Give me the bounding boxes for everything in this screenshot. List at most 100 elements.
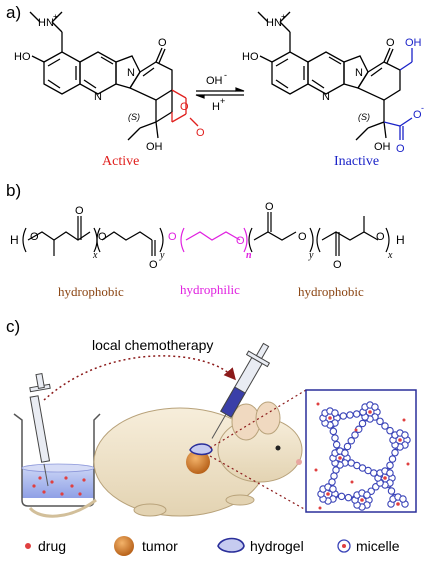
free-drug bbox=[318, 506, 322, 510]
micelle-bead bbox=[387, 487, 396, 495]
micelle-bead bbox=[363, 491, 371, 499]
active-amine-charge: + bbox=[53, 12, 58, 21]
syringe-injection bbox=[211, 342, 271, 439]
micelle-network bbox=[305, 389, 417, 513]
micelle-bead bbox=[371, 403, 379, 411]
chain-o-3: O bbox=[98, 231, 107, 243]
chain-o-7: O bbox=[333, 259, 342, 271]
active-n-atom-2: N bbox=[127, 67, 135, 79]
chain-o-6: O bbox=[298, 231, 307, 243]
chain-o-5: O bbox=[265, 201, 274, 213]
inactive-n-atom: N bbox=[322, 91, 330, 103]
active-stereo: (S) bbox=[128, 112, 140, 122]
free-drug bbox=[350, 480, 354, 484]
label-hydrophobic-left: hydrophobic bbox=[58, 284, 124, 299]
micelle-drug bbox=[338, 456, 342, 460]
zoom-line-top bbox=[209, 389, 307, 449]
hydrogel-depot bbox=[189, 443, 213, 456]
chain-sub-y: y bbox=[159, 250, 165, 261]
chain-o-peg-end: O bbox=[236, 235, 245, 247]
micelle-bead bbox=[391, 448, 399, 457]
micelle-bead bbox=[346, 411, 354, 419]
inactive-oh: OH bbox=[374, 141, 391, 153]
legend-drug-icon bbox=[25, 543, 31, 549]
micelle-bead bbox=[343, 442, 352, 451]
legend-hydrogel-icon bbox=[217, 537, 245, 553]
micelle-bead bbox=[358, 419, 367, 428]
arrow-bottom-label: H bbox=[212, 101, 220, 113]
panel-label-a: a) bbox=[6, 3, 21, 22]
delivery-arrow bbox=[43, 355, 236, 401]
free-drug bbox=[314, 468, 318, 472]
micelle-bead bbox=[376, 417, 384, 426]
micelle-bead bbox=[329, 427, 338, 436]
micelle-bead bbox=[386, 426, 394, 435]
active-label: Active bbox=[102, 154, 139, 169]
micelle-drug bbox=[368, 410, 372, 414]
micelle-drug bbox=[360, 498, 364, 502]
micelle-bead bbox=[352, 410, 361, 418]
legend-micelle-label: micelle bbox=[356, 538, 400, 554]
micelle-drug bbox=[328, 416, 332, 420]
arrow-top-charge: - bbox=[224, 70, 227, 80]
inactive-carboxylate bbox=[383, 117, 413, 140]
active-lactone-o: O bbox=[180, 101, 189, 113]
inactive-molecule bbox=[257, 11, 401, 141]
inactive-carboxylate-charge: - bbox=[421, 103, 424, 113]
beaker bbox=[13, 413, 101, 507]
micelle-bead bbox=[331, 434, 339, 442]
chain-h-left: H bbox=[10, 233, 19, 247]
legend-tumor-label: tumor bbox=[142, 538, 178, 554]
free-drug bbox=[402, 418, 406, 422]
inactive-label: Inactive bbox=[334, 154, 379, 169]
inactive-carboxylate-o2: O bbox=[396, 143, 405, 155]
inactive-amine: HN bbox=[266, 17, 282, 29]
micelle-bead bbox=[381, 422, 389, 430]
chain-o-8: O bbox=[376, 231, 385, 243]
panel-label-c: c) bbox=[6, 317, 20, 336]
inactive-amine-charge: + bbox=[281, 12, 286, 21]
micelle-bead bbox=[351, 431, 359, 439]
equilibrium-arrows bbox=[195, 87, 245, 99]
chain-o-2: O bbox=[75, 205, 84, 217]
active-carbonyl-o: O bbox=[158, 37, 167, 49]
micelle-bead bbox=[386, 469, 394, 477]
label-hydrophilic: hydrophilic bbox=[180, 282, 240, 297]
micelle-bead bbox=[399, 495, 407, 503]
free-drug bbox=[316, 402, 320, 406]
legend-tumor-icon bbox=[114, 536, 134, 556]
free-drug bbox=[406, 462, 410, 466]
micelle-drug bbox=[396, 502, 400, 506]
inactive-ho: HO bbox=[242, 51, 259, 63]
free-drug bbox=[354, 428, 358, 432]
chain-h-right: H bbox=[396, 233, 405, 247]
micelle-bead bbox=[339, 412, 348, 420]
zoom-line-bottom bbox=[209, 455, 307, 511]
legend-hydrogel-label: hydrogel bbox=[250, 538, 304, 554]
panel-c-title: local chemotherapy bbox=[92, 337, 213, 353]
chain-sub-x-2: x bbox=[387, 250, 393, 261]
active-lactone bbox=[171, 89, 199, 127]
micelle-bead bbox=[337, 492, 346, 501]
micelle-bead bbox=[329, 485, 337, 493]
active-lactone-carbonyl-o: O bbox=[196, 127, 205, 139]
micelle-bead bbox=[388, 455, 397, 463]
label-hydrophobic-right: hydrophobic bbox=[298, 284, 364, 299]
mouse bbox=[28, 401, 303, 518]
arrow-top-label: OH bbox=[206, 75, 223, 87]
micelle-bead bbox=[341, 449, 349, 457]
legend-drug-label: drug bbox=[38, 538, 66, 554]
micelle-drug bbox=[326, 492, 330, 496]
micelle-bead bbox=[344, 493, 353, 502]
inactive-stereo: (S) bbox=[358, 112, 370, 122]
legend: drug tumor hydrogel micelle bbox=[25, 536, 400, 556]
active-ho: HO bbox=[14, 51, 31, 63]
copolymer-chain bbox=[22, 216, 164, 256]
active-oh: OH bbox=[146, 141, 163, 153]
copolymer-chain-right bbox=[248, 212, 390, 256]
chain-o-4: O bbox=[149, 259, 158, 271]
legend-micelle-core bbox=[342, 544, 346, 548]
micelle-bead bbox=[401, 431, 409, 439]
chain-sub-y-2: y bbox=[308, 250, 314, 261]
